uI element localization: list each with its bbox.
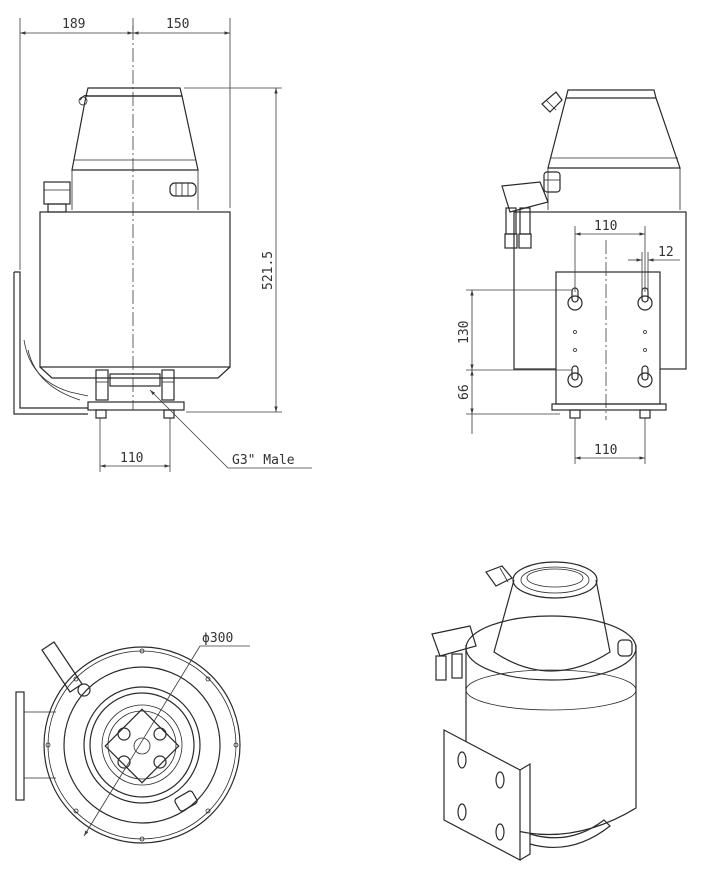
thread-leader [149,389,229,469]
front-view: 189 150 [13,17,312,472]
side-view: 110 12 130 66 110 [457,89,687,464]
dim-label-521-5: 521.5 [261,251,276,290]
dim-label-110-bottom: 110 [594,443,617,458]
keyhole-slot [457,751,467,769]
dim-label-130: 130 [457,321,472,344]
keyhole-slot [637,365,653,388]
dim-label-150: 150 [166,17,189,32]
dim-label-110-front: 110 [120,451,143,466]
dim-label-110-top: 110 [594,219,617,234]
top-view: ϕ300 [15,631,250,844]
dim-label-189: 189 [62,17,85,32]
keyhole-slot [495,771,505,789]
keyhole-slot [457,803,467,821]
dim-label-66: 66 [457,384,472,400]
diameter-label: ϕ300 [202,631,233,646]
diameter-leader [83,645,201,837]
isometric-view [431,561,637,861]
keyhole-slot [567,365,583,388]
keyhole-slot [495,823,505,841]
thread-label: G3" Male [232,453,295,468]
dim-label-12: 12 [658,245,674,260]
